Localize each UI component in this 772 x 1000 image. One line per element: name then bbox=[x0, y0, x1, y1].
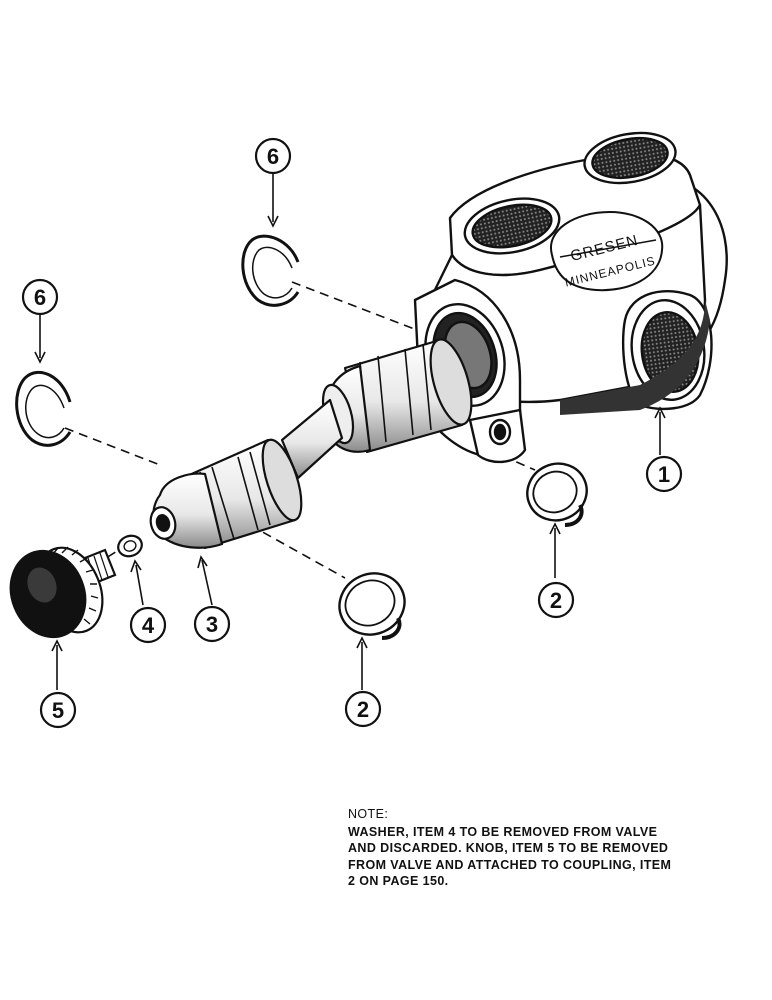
callout-6-lower: 6 bbox=[21, 278, 59, 316]
callout-6-lower-label: 6 bbox=[34, 285, 46, 310]
callout-4: 4 bbox=[129, 606, 167, 644]
callout-2-lower: 2 bbox=[344, 690, 382, 728]
coupling-ring-right bbox=[526, 462, 588, 527]
note-body: WASHER, ITEM 4 TO BE REMOVED FROM VALVE … bbox=[348, 824, 672, 889]
snap-ring-lower bbox=[15, 370, 72, 447]
washer bbox=[117, 534, 143, 558]
callout-3-label: 3 bbox=[206, 612, 218, 637]
callout-2-right-label: 2 bbox=[550, 588, 562, 613]
callout-5: 5 bbox=[39, 691, 77, 729]
callout-4-label: 4 bbox=[142, 613, 155, 638]
leader-lines bbox=[34, 173, 666, 690]
callout-5-label: 5 bbox=[52, 698, 64, 723]
note-title: NOTE: bbox=[348, 807, 389, 821]
callout-1-label: 1 bbox=[658, 462, 670, 487]
callout-1: 1 bbox=[645, 455, 683, 493]
callout-2-lower-label: 2 bbox=[357, 697, 369, 722]
spool bbox=[149, 338, 473, 550]
snap-ring-upper bbox=[241, 234, 300, 307]
knob bbox=[9, 546, 117, 639]
coupling-ring-lower bbox=[338, 572, 406, 640]
note-block: NOTE: WASHER, ITEM 4 TO BE REMOVED FROM … bbox=[348, 806, 748, 890]
callout-6-upper-label: 6 bbox=[267, 144, 279, 169]
callout-2-right: 2 bbox=[537, 581, 575, 619]
callout-3: 3 bbox=[193, 605, 231, 643]
callout-6-upper: 6 bbox=[254, 137, 292, 175]
